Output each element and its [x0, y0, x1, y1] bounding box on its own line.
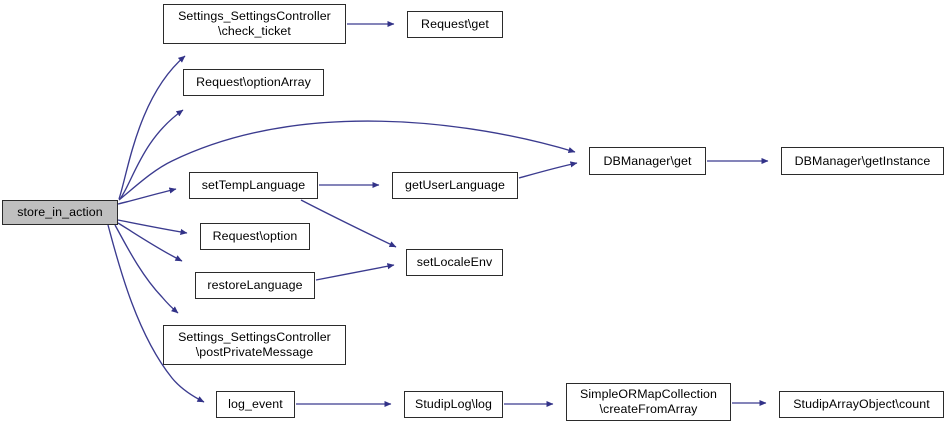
node-settemplanguage[interactable]: setTempLanguage: [189, 172, 318, 199]
edge-store_in_action-request_optionarray: [119, 109, 184, 200]
node-getuserlanguage[interactable]: getUserLanguage: [392, 172, 518, 199]
edge-store_in_action-log_event: [107, 224, 205, 403]
node-settings-settingscontroller-postprivatemessage[interactable]: Settings_SettingsController \postPrivate…: [163, 325, 346, 365]
node-restorelanguage[interactable]: restoreLanguage: [195, 272, 315, 299]
edge-store_in_action-postprivatemessage: [114, 224, 179, 314]
node-store-in-action[interactable]: store_in_action: [2, 200, 118, 225]
node-request-option[interactable]: Request\option: [200, 223, 310, 250]
node-request-optionarray[interactable]: Request\optionArray: [183, 69, 324, 96]
edge-store_in_action-request_option: [117, 219, 188, 235]
node-dbmanager-getinstance[interactable]: DBManager\getInstance: [781, 147, 944, 175]
node-request-get[interactable]: Request\get: [407, 11, 503, 38]
node-setlocaleenv[interactable]: setLocaleEnv: [406, 249, 503, 276]
node-simpleormapcollection-createfromarray[interactable]: SimpleORMapCollection \createFromArray: [566, 383, 731, 421]
node-log-event[interactable]: log_event: [216, 391, 295, 418]
edge-store_in_action-check_ticket: [118, 55, 186, 200]
node-studiparrayobject-count[interactable]: StudipArrayObject\count: [779, 391, 944, 418]
node-dbmanager-get[interactable]: DBManager\get: [589, 147, 706, 175]
edge-store_in_action-settemplanguage: [117, 187, 177, 205]
node-settings-settingscontroller-check-ticket[interactable]: Settings_SettingsController \check_ticke…: [163, 4, 346, 44]
edge-store_in_action-restorelanguage: [117, 222, 183, 262]
edge-restorelanguage-setlocaleenv: [315, 263, 395, 281]
edge-getuserlanguage-dbmanager_get: [518, 161, 578, 179]
node-studiplog-log[interactable]: StudipLog\log: [404, 391, 503, 418]
edge-settemplanguage-setlocaleenv: [300, 199, 397, 248]
